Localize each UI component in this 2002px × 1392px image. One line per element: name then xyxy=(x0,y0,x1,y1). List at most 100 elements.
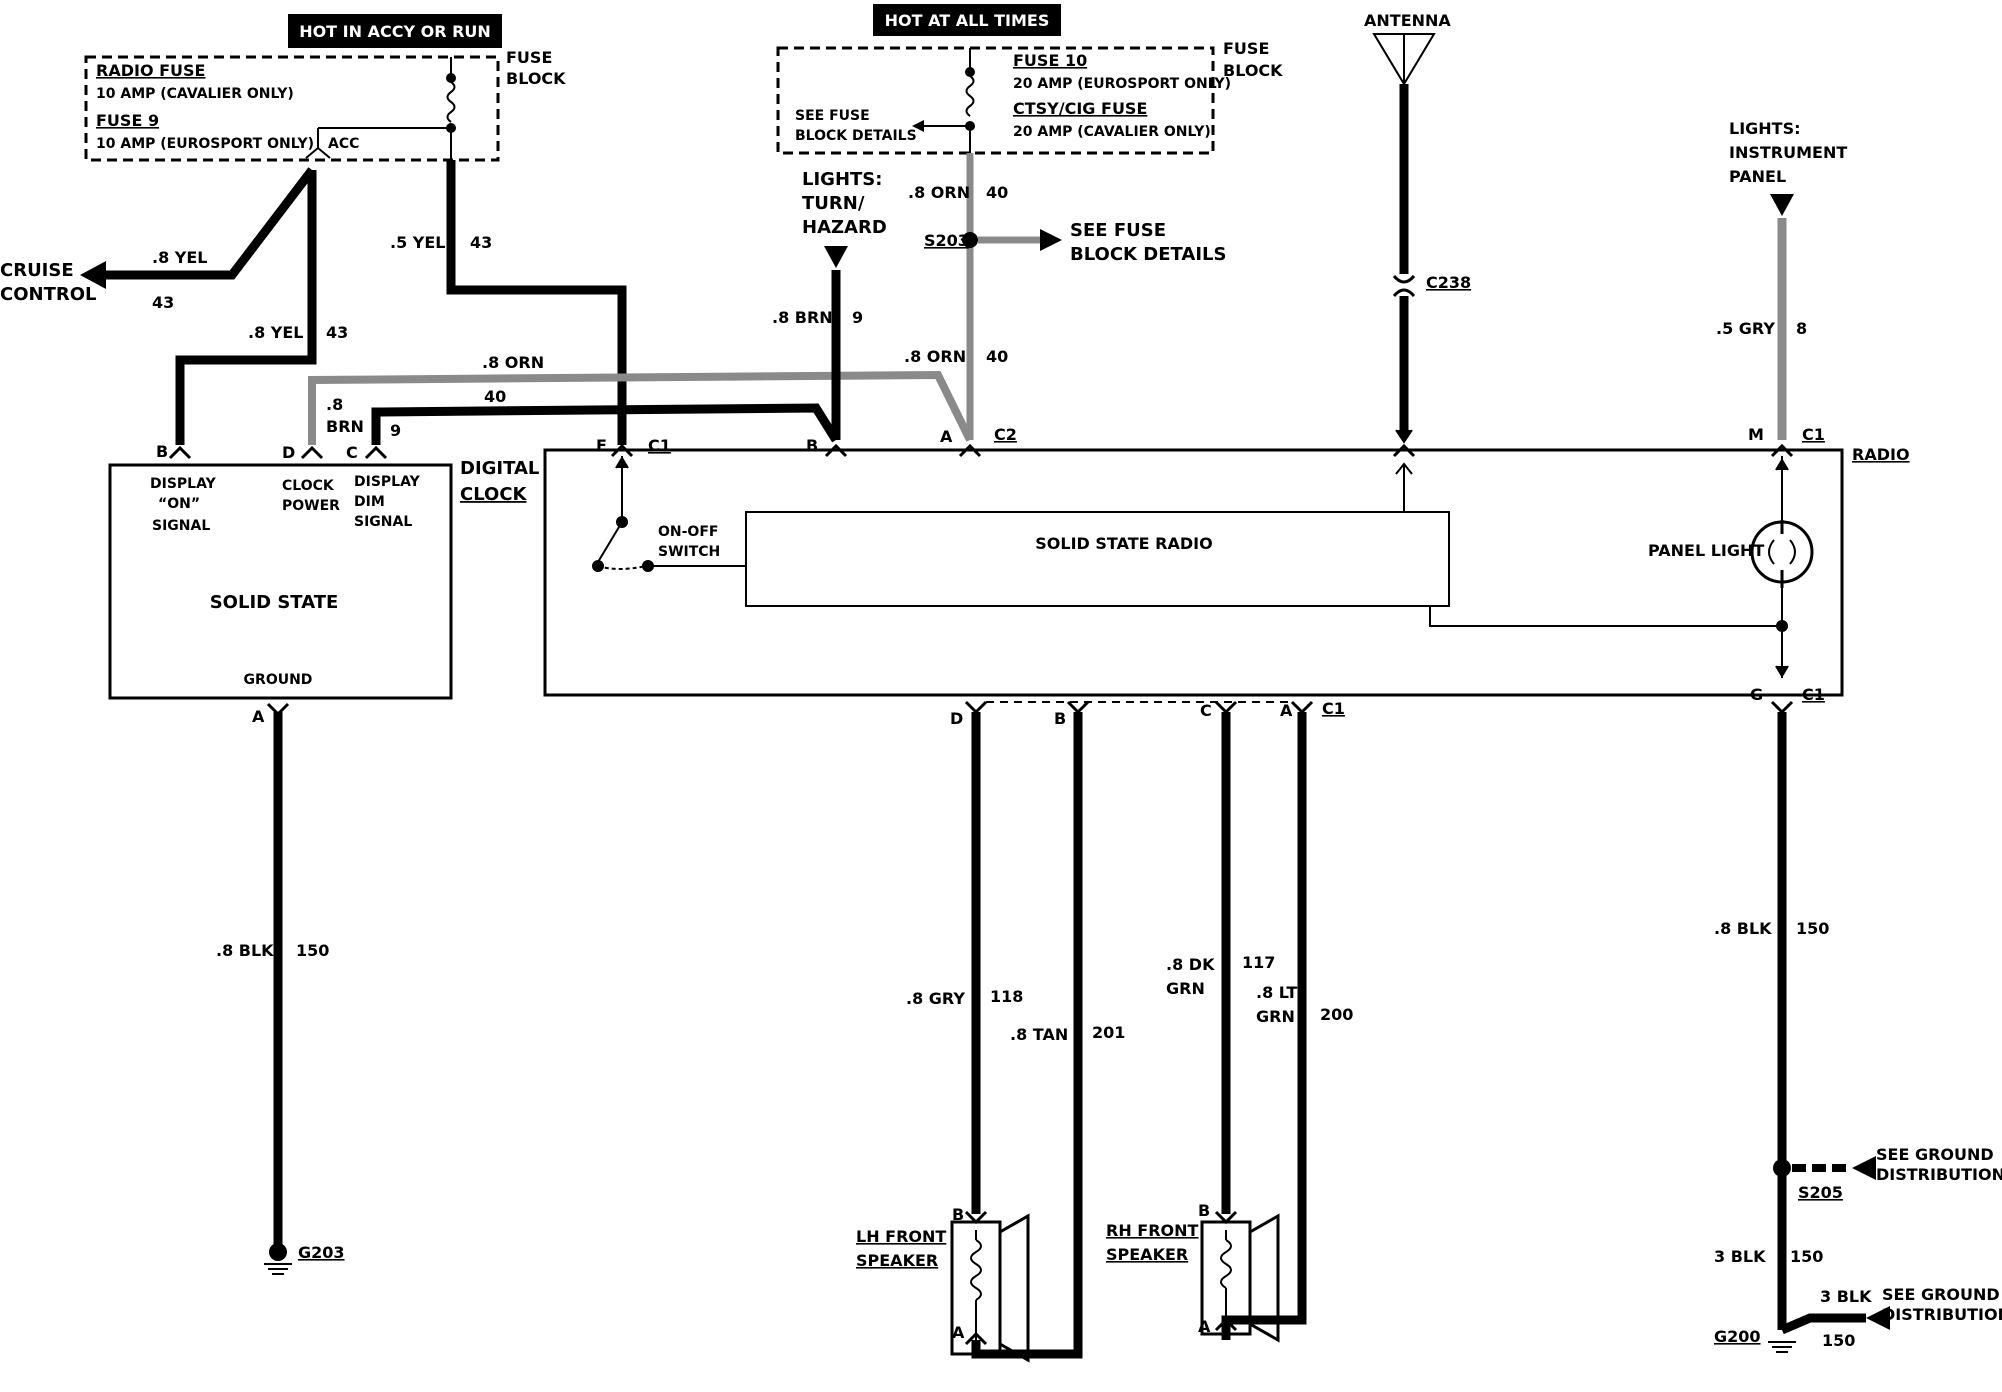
s203-see-fuse-2: BLOCK DETAILS xyxy=(1070,244,1226,265)
clock-d-label-1: CLOCK xyxy=(282,478,335,494)
rh-speaker-pin-b: B xyxy=(1198,1201,1210,1220)
cruise-control-label-2: CONTROL xyxy=(0,284,97,305)
clock-b-label-3: SIGNAL xyxy=(152,518,210,534)
ltgrn-circuit: 200 xyxy=(1320,1005,1353,1024)
see-ground-2-l2: DISTRIBUTION xyxy=(1882,1305,2002,1324)
s203-see-fuse-1: SEE FUSE xyxy=(1070,220,1166,241)
panel-light-bulb-icon xyxy=(1750,520,1814,588)
brn8-label: .8 BRN xyxy=(772,308,833,327)
orn-wire-circuit-40 xyxy=(308,153,974,445)
panel-light-label: PANEL LIGHT xyxy=(1648,541,1764,560)
orn8-horiz-circuit: 40 xyxy=(484,387,506,406)
clock-pin-b: B xyxy=(156,442,168,461)
radio-pin-d2: D xyxy=(950,709,963,728)
orn8-top-circuit: 40 xyxy=(986,183,1008,202)
fuse-block-all-times: HOT AT ALL TIMES FUSE BLOCK FUSE 10 20 A… xyxy=(776,4,1283,155)
s203-arrow-icon xyxy=(1040,229,1062,251)
hot-in-accy-label: HOT IN ACCY OR RUN xyxy=(299,22,491,41)
clock-c-label-3: SIGNAL xyxy=(354,514,412,530)
cruise-wire-circuit: 43 xyxy=(152,293,174,312)
clock-solid-state: SOLID STATE xyxy=(210,592,339,613)
solid-state-radio-label: SOLID STATE RADIO xyxy=(1035,534,1212,553)
ltgrn-label-2: GRN xyxy=(1256,1007,1295,1026)
acc-label: ACC xyxy=(328,136,359,152)
solid-state-radio-box xyxy=(745,511,1450,607)
ctsy-fuse-symbol xyxy=(922,48,975,153)
clock-b-label-2: “ON” xyxy=(158,496,200,512)
on-off-switch[interactable] xyxy=(592,456,746,572)
radio-c1-bottom: C1 xyxy=(1322,699,1345,718)
gry5-label: .5 GRY xyxy=(1716,319,1775,338)
radio-box xyxy=(543,448,1844,697)
clock-d-label-2: POWER xyxy=(282,498,340,514)
clock-pin-d: D xyxy=(282,443,295,462)
yel8-b-label: .8 YEL xyxy=(248,323,304,342)
radio-fuse-name: RADIO FUSE xyxy=(96,61,205,80)
radio-ground-wire xyxy=(1777,712,1866,1335)
radio-pin-b: B xyxy=(806,436,818,455)
radio-top-pins xyxy=(610,443,1794,458)
brn8-left-2: BRN xyxy=(326,417,364,436)
lh-speaker-label-2: SPEAKER xyxy=(856,1251,938,1270)
gry8-label: .8 GRY xyxy=(906,989,965,1008)
cruise-control-label-1: CRUISE xyxy=(0,260,74,281)
clock-c-label-1: DISPLAY xyxy=(354,474,421,490)
dkgrn-label-2: GRN xyxy=(1166,979,1205,998)
see-ground-2-l1: SEE GROUND xyxy=(1882,1285,2000,1304)
ltgrn-label-1: .8 LT xyxy=(1256,983,1297,1002)
clock-b-label-1: DISPLAY xyxy=(150,476,217,492)
fuse-block-left-label-2: BLOCK xyxy=(506,69,566,88)
brn8-left-1: .8 xyxy=(326,395,343,414)
g200-label: G200 xyxy=(1714,1327,1761,1346)
gry8-circuit: 118 xyxy=(990,987,1023,1006)
see-fuse-arrow-icon xyxy=(912,120,924,132)
hot-in-accy-banner xyxy=(288,14,502,48)
blk-radio-circuit: 150 xyxy=(1796,919,1829,938)
on-off-switch-label-2: SWITCH xyxy=(658,544,720,560)
rh-speaker-pin-a: A xyxy=(1198,1317,1211,1336)
g203-ground-icon xyxy=(264,1243,292,1275)
clock-c-label-2: DIM xyxy=(354,494,385,510)
hot-at-all-times-label: HOT AT ALL TIMES xyxy=(885,11,1050,30)
see-ground-2-arrow-icon xyxy=(1866,1306,1890,1330)
antenna xyxy=(1372,33,1436,444)
fuse-block-left-outline xyxy=(84,55,500,162)
digital-clock: B D C DISPLAY “ON” SIGNAL CLOCK POWER DI… xyxy=(108,442,539,726)
radio-fuse-symbol xyxy=(305,57,456,160)
blk3-b-circuit: 150 xyxy=(1822,1331,1855,1350)
radio-name: RADIO xyxy=(1852,445,1910,464)
yel-wire-circuit-43 xyxy=(100,160,627,445)
orn8-top-label: .8 ORN xyxy=(908,183,970,202)
lights-panel-3: PANEL xyxy=(1729,167,1786,186)
tan8-circuit: 201 xyxy=(1092,1023,1125,1042)
brn8-left-circuit: 9 xyxy=(390,421,401,440)
radio-c1-g: C1 xyxy=(1802,685,1825,704)
radio-pin-c2: C xyxy=(1200,701,1212,720)
blk3-b-label: 3 BLK xyxy=(1820,1287,1872,1306)
see-fuse-block-1: SEE FUSE xyxy=(795,108,870,124)
radio-c2: C2 xyxy=(994,425,1017,444)
blk3-circuit: 150 xyxy=(1790,1247,1823,1266)
radio-pin-a: A xyxy=(940,427,953,446)
ctsy-fuse-name: CTSY/CIG FUSE xyxy=(1013,99,1147,118)
clock-pin-c: C xyxy=(346,443,358,462)
lh-speaker-pin-a: A xyxy=(952,1323,965,1342)
hot-at-all-times-banner xyxy=(873,4,1061,36)
blk-radio-label: .8 BLK xyxy=(1714,919,1772,938)
orn8-horiz-label: .8 ORN xyxy=(482,353,544,372)
radio-c1-top-right: C1 xyxy=(1802,425,1825,444)
fuse9-rating: 10 AMP (EUROSPORT ONLY) xyxy=(96,136,314,152)
yel5-label: .5 YEL xyxy=(390,233,446,252)
fuse-block-left-label-1: FUSE xyxy=(506,48,552,67)
lights-turn-1: LIGHTS: xyxy=(802,169,882,190)
on-off-switch-label-1: ON-OFF xyxy=(658,524,718,540)
orn8-mid-label: .8 ORN xyxy=(904,347,966,366)
c238-label: C238 xyxy=(1426,273,1471,292)
fuse10-rating: 20 AMP (EUROSPORT ONLY) xyxy=(1013,76,1231,92)
fuse-block-right-outline xyxy=(776,46,1215,155)
lights-turn-3: HAZARD xyxy=(802,217,887,238)
antenna-label: ANTENNA xyxy=(1364,11,1451,30)
radio-pin-a2: A xyxy=(1280,701,1293,720)
instrument-panel-arrow-icon xyxy=(1770,194,1794,216)
radio-pin-m: M xyxy=(1748,425,1764,444)
